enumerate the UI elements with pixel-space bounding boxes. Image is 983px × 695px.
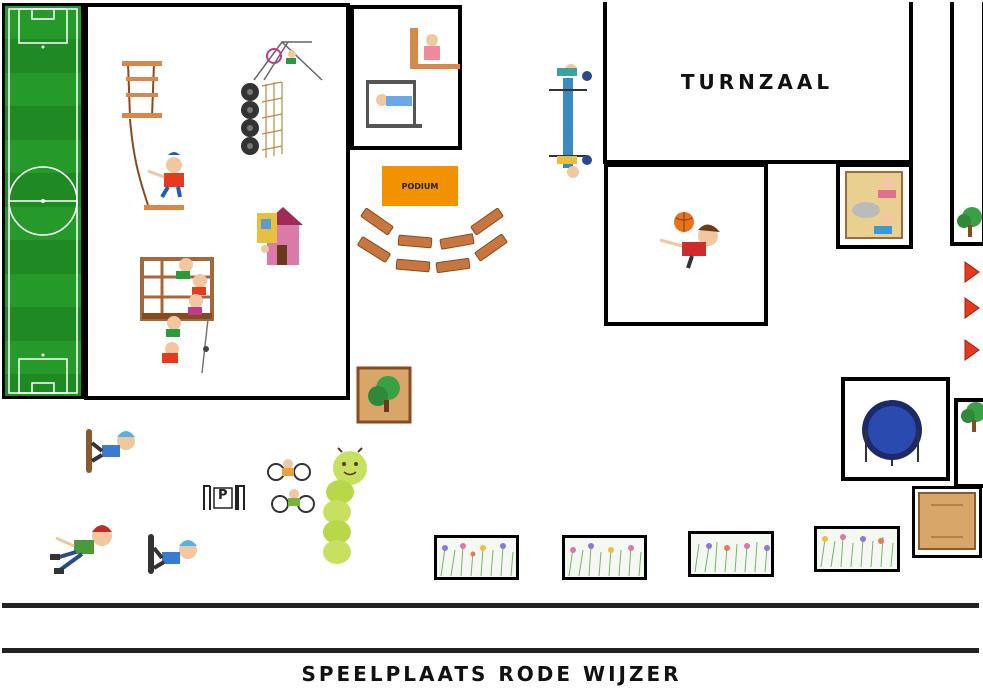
- flower-planter: [434, 535, 519, 580]
- road-line-top: [2, 603, 979, 608]
- turnzaal-label: TURNZAAL: [680, 70, 834, 94]
- flower-planter-icon: [437, 538, 516, 577]
- bike-rack-icon: [203, 485, 245, 510]
- tree-icon: [957, 207, 982, 237]
- bench: [397, 234, 433, 249]
- map-title: SPEELPLAATS RODE WIJZER: [301, 662, 682, 686]
- skateboarder-icon: [86, 429, 135, 473]
- gym-bars-icon: [366, 28, 460, 128]
- bike-rack: P: [202, 484, 246, 510]
- parking-sign: P: [218, 488, 228, 503]
- ping-pong-table-icon: [549, 64, 592, 178]
- bench: [435, 257, 471, 274]
- cyclists-icon: [267, 459, 315, 513]
- tree-plot: [954, 398, 983, 488]
- sandbox-tree-icon: [356, 366, 412, 424]
- turnzaal-building: [603, 2, 913, 164]
- rollerskater-icon: [50, 525, 112, 574]
- road-line-bottom: [2, 648, 979, 653]
- soccer-field: [2, 3, 84, 399]
- bench: [359, 207, 395, 236]
- podium-label: PODIUM: [401, 181, 439, 191]
- basketball-player-icon: [659, 212, 720, 269]
- flower-planter: [814, 526, 900, 572]
- wooden-box-icon: [918, 492, 976, 550]
- bench: [356, 235, 392, 264]
- climbing-tower-icon: [140, 257, 214, 374]
- caterpillar-tunnel-icon: [323, 447, 367, 564]
- bench: [469, 207, 505, 236]
- rope-ladder-icon: [122, 61, 184, 210]
- soccer-field-icon: [5, 6, 81, 394]
- tire-wall-icon: [241, 81, 283, 158]
- flower-planter-icon: [691, 534, 771, 574]
- bench: [473, 233, 509, 262]
- flower-planter: [688, 531, 774, 577]
- swing-icon: [253, 40, 323, 81]
- trampoline-icon: [862, 400, 922, 466]
- podium-stage: PODIUM: [382, 166, 458, 206]
- flower-planter: [562, 535, 647, 580]
- playhouse-icon: [257, 207, 303, 265]
- skateboarder-icon: [148, 534, 197, 574]
- tree-icon: [961, 402, 983, 432]
- bench: [395, 258, 431, 273]
- bench: [439, 233, 475, 250]
- flower-planter-icon: [565, 538, 644, 577]
- play-area: [84, 3, 350, 400]
- warning-arrow-icon: [964, 261, 980, 361]
- flower-planter-icon: [817, 529, 897, 569]
- sandpit-kids-icon: [845, 171, 903, 239]
